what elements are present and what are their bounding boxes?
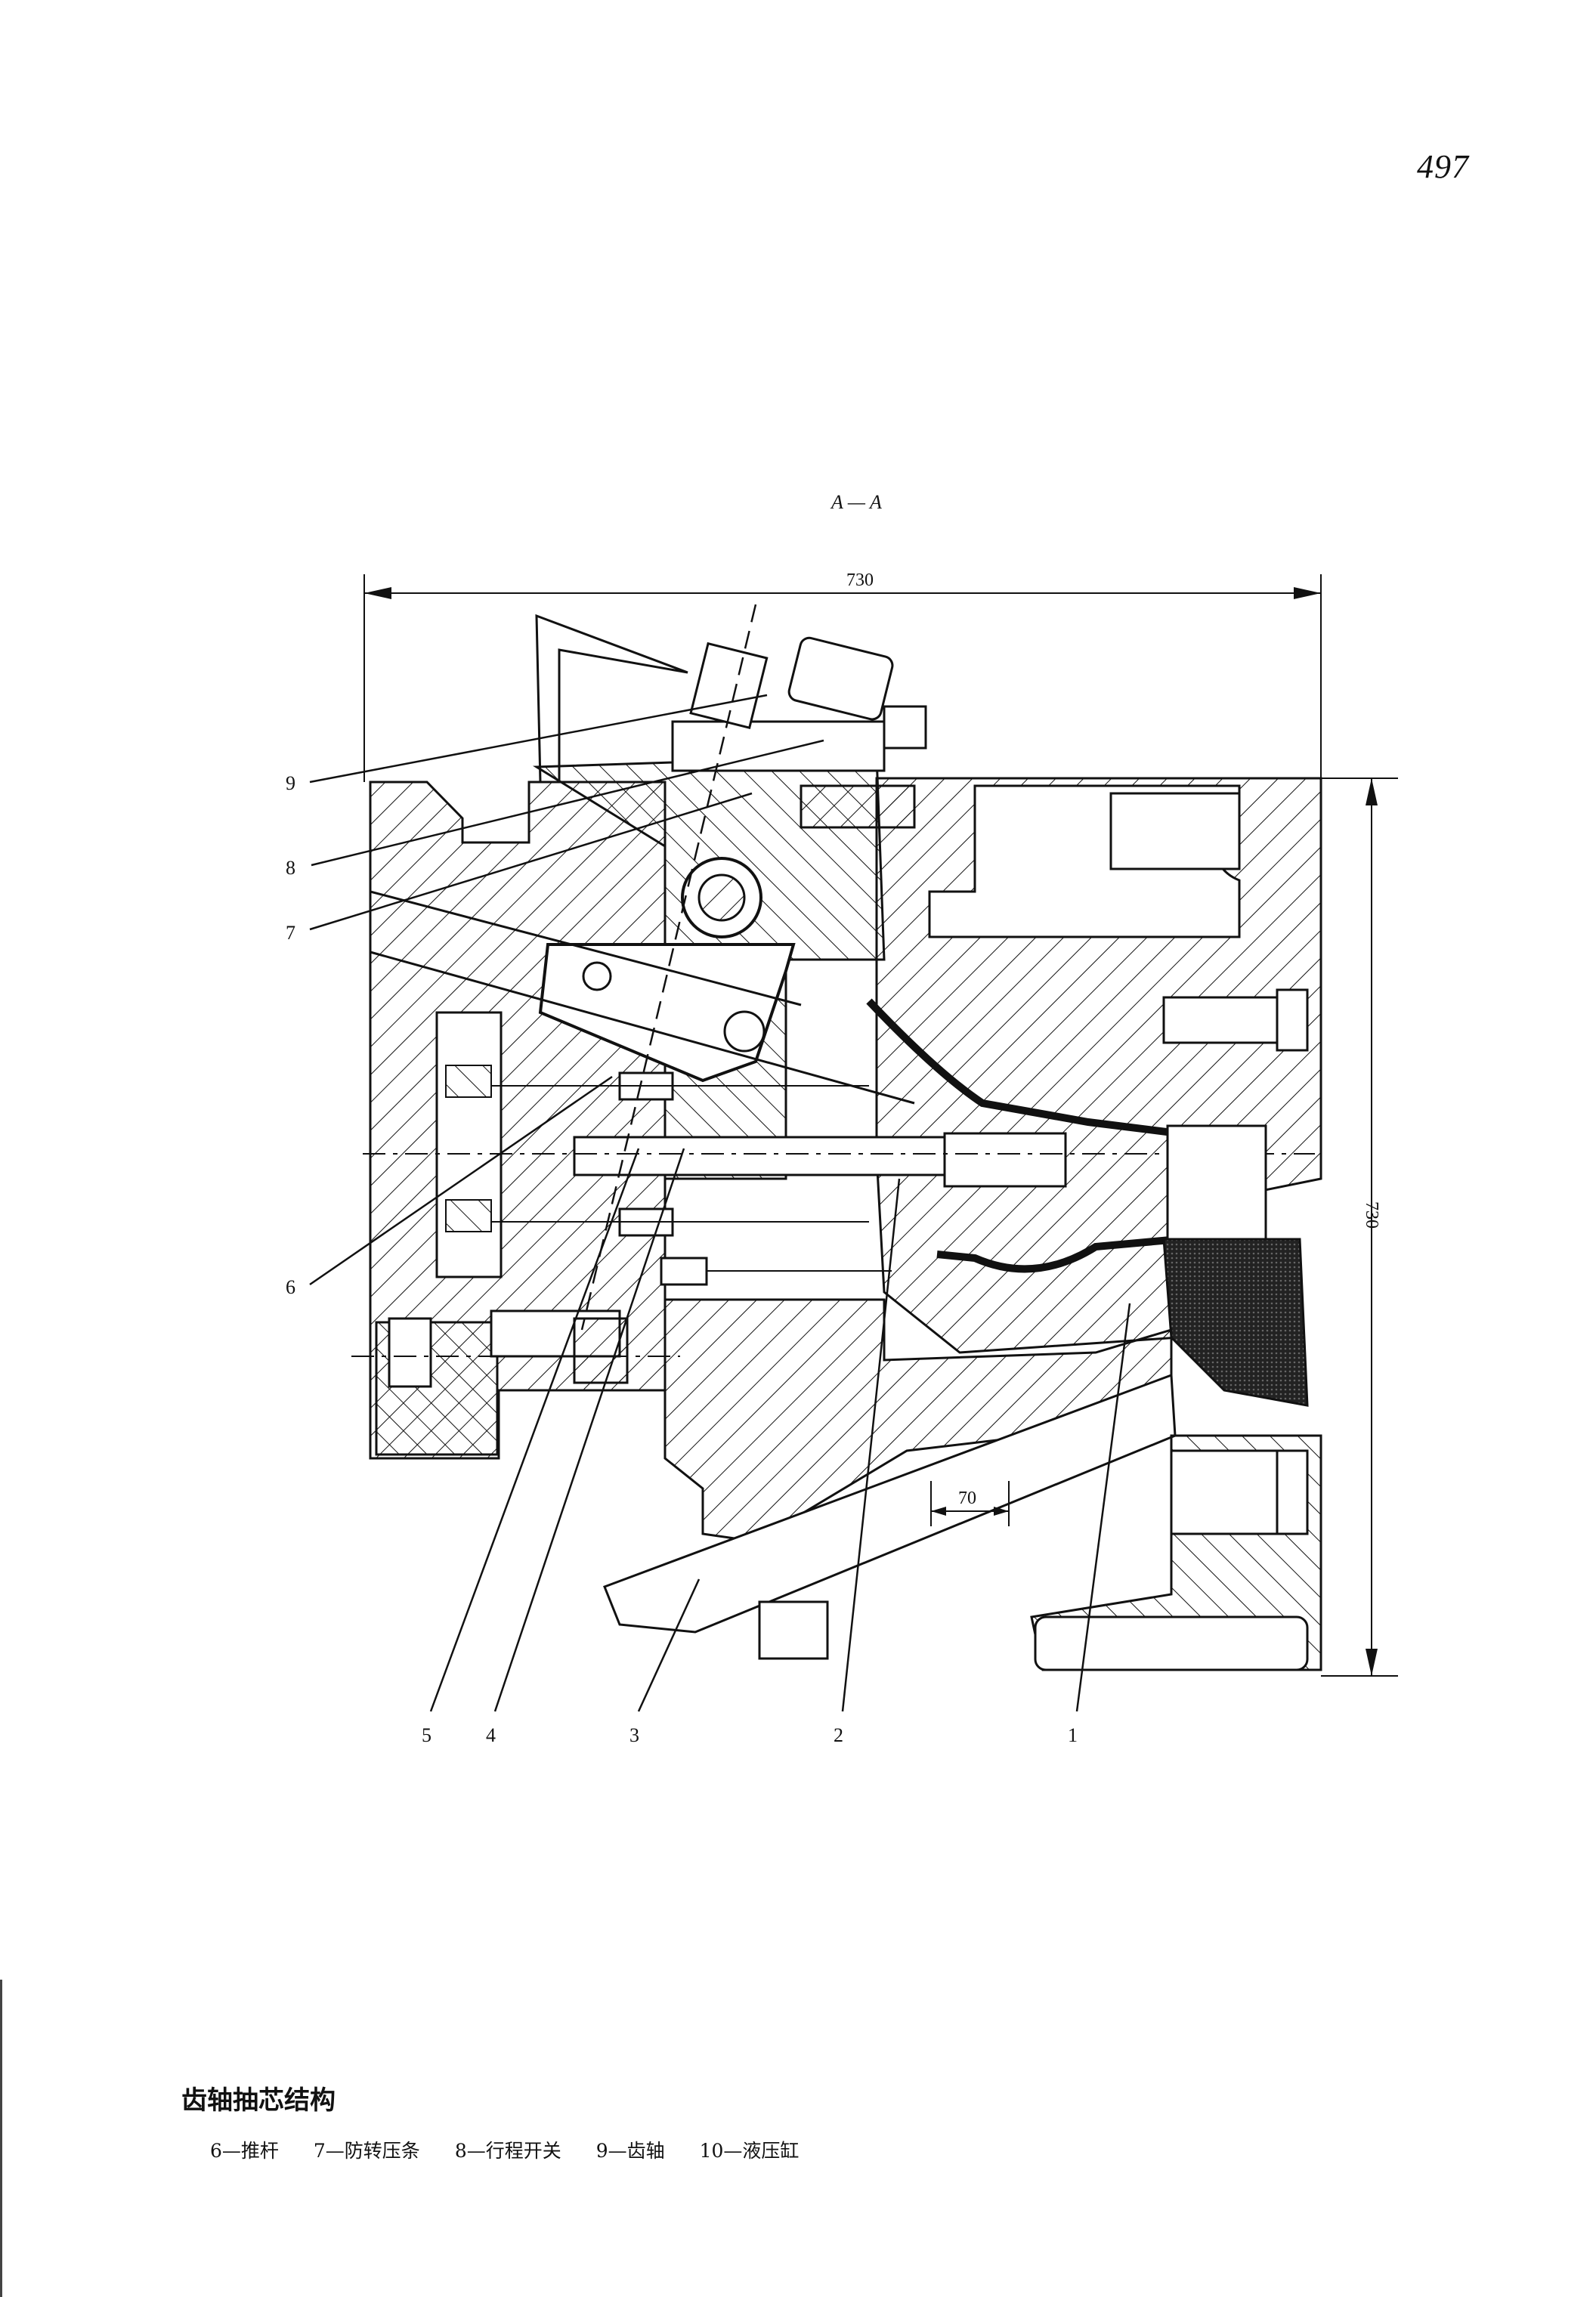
part-label-5: 5 bbox=[422, 1724, 431, 1746]
page-edge-rule bbox=[0, 1980, 2, 2297]
figure-legend: 6—推杆 7—防转压条 8—行程开关 9—齿轴 10—液压缸 bbox=[210, 2136, 799, 2163]
part-label-3: 3 bbox=[629, 1724, 639, 1746]
ejector-rod bbox=[363, 1071, 1315, 1286]
part-label-2: 2 bbox=[834, 1724, 843, 1746]
legend-item-6: 6—推杆 bbox=[210, 2140, 279, 2162]
legend-item-8: 8—行程开关 bbox=[454, 2140, 561, 2162]
part-label-6: 6 bbox=[286, 1276, 295, 1298]
dimension-slot-text: 70 bbox=[958, 1489, 976, 1508]
right-bolt bbox=[1162, 988, 1309, 1052]
molded-part-shell bbox=[866, 998, 1309, 1407]
dimension-height-text: 730 bbox=[1362, 1201, 1381, 1229]
central-core-plate bbox=[875, 777, 1322, 1354]
leader-lines bbox=[309, 604, 1131, 1712]
legend-item-7: 7—防转压条 bbox=[313, 2140, 420, 2162]
piston-arm bbox=[370, 890, 915, 1105]
part-label-8: 8 bbox=[286, 857, 295, 879]
dimension-width-text: 730 bbox=[846, 570, 874, 590]
dimension-height: 730 bbox=[1321, 778, 1398, 1677]
lower-wedge-block bbox=[603, 1298, 1322, 1671]
bottom-left-flange bbox=[351, 1309, 680, 1456]
part-label-9: 9 bbox=[286, 772, 295, 794]
part-label-4: 4 bbox=[486, 1724, 496, 1746]
part-label-7: 7 bbox=[286, 922, 295, 944]
page-number: 497 bbox=[1417, 148, 1469, 185]
figure-caption-title: 齿轴抽芯结构 bbox=[181, 2085, 336, 2116]
dimension-width: 730 bbox=[363, 570, 1322, 782]
dimension-slot: 70 bbox=[930, 1481, 1010, 1526]
part-number-labels: 9 8 7 6 5 4 3 2 1 bbox=[286, 772, 1078, 1746]
part-label-1: 1 bbox=[1068, 1724, 1078, 1746]
legend-item-9: 9—齿轴 bbox=[595, 2140, 665, 2162]
legend-item-10: 10—液压缸 bbox=[699, 2140, 800, 2162]
section-label: A — A bbox=[831, 491, 882, 513]
